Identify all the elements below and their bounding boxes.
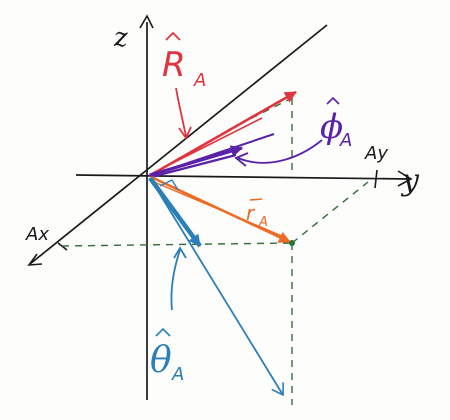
phi-hat-caret: [326, 96, 340, 105]
r-hat-vector-shadow: [150, 117, 263, 175]
y-axis-tick-label: Ay: [364, 143, 388, 164]
y-axis: [75, 174, 411, 180]
phi-hat-label-subscript: A: [339, 130, 352, 151]
theta-hat-pointer-head: [173, 246, 187, 259]
r-vector-label-subscript: A: [258, 215, 268, 230]
r-hat-pointer-head: [178, 126, 192, 140]
x-axis-arrowhead: [27, 253, 43, 266]
z-axis-arrowhead: [139, 14, 154, 29]
z-axis-label: z: [113, 23, 128, 53]
phi-hat-pointer: [237, 139, 323, 164]
phi-hat-label: ϕ: [320, 107, 343, 147]
x-axis-tick-label: Ax: [25, 224, 49, 245]
r-hat-caret: [165, 31, 181, 41]
right-angle-mark: [159, 179, 179, 191]
theta-hat-vector: [148, 176, 202, 248]
phi-hat-vector-shadow: [150, 153, 237, 179]
theta-hat-pointer: [170, 249, 181, 311]
phi-hat-vector: [149, 145, 243, 177]
y-axis-label: y: [400, 163, 420, 198]
r-hat-label-subscript: A: [193, 70, 206, 91]
projection-line-x: [61, 242, 293, 247]
r-vector-shadow: [153, 181, 283, 237]
x-axis: [29, 24, 328, 265]
r-hat-label: R: [162, 45, 186, 85]
r-hat-pointer: [175, 87, 187, 137]
projection-line-diagonal: [291, 181, 369, 244]
phi-hat-pointer-head: [234, 152, 249, 167]
projection-lines: [61, 97, 369, 405]
theta-hat-extension: [149, 177, 283, 395]
theta-hat-label: θ: [150, 340, 172, 381]
theta-hat-label-subscript: A: [171, 364, 184, 385]
r-vector-label: r: [246, 201, 256, 225]
point-a-projection: [289, 240, 295, 246]
theta-hat-caret: [155, 327, 171, 337]
y-axis-arrowhead: [397, 170, 413, 187]
y-axis-tick-ay: [374, 169, 378, 189]
r-vector-bar: [249, 198, 263, 201]
